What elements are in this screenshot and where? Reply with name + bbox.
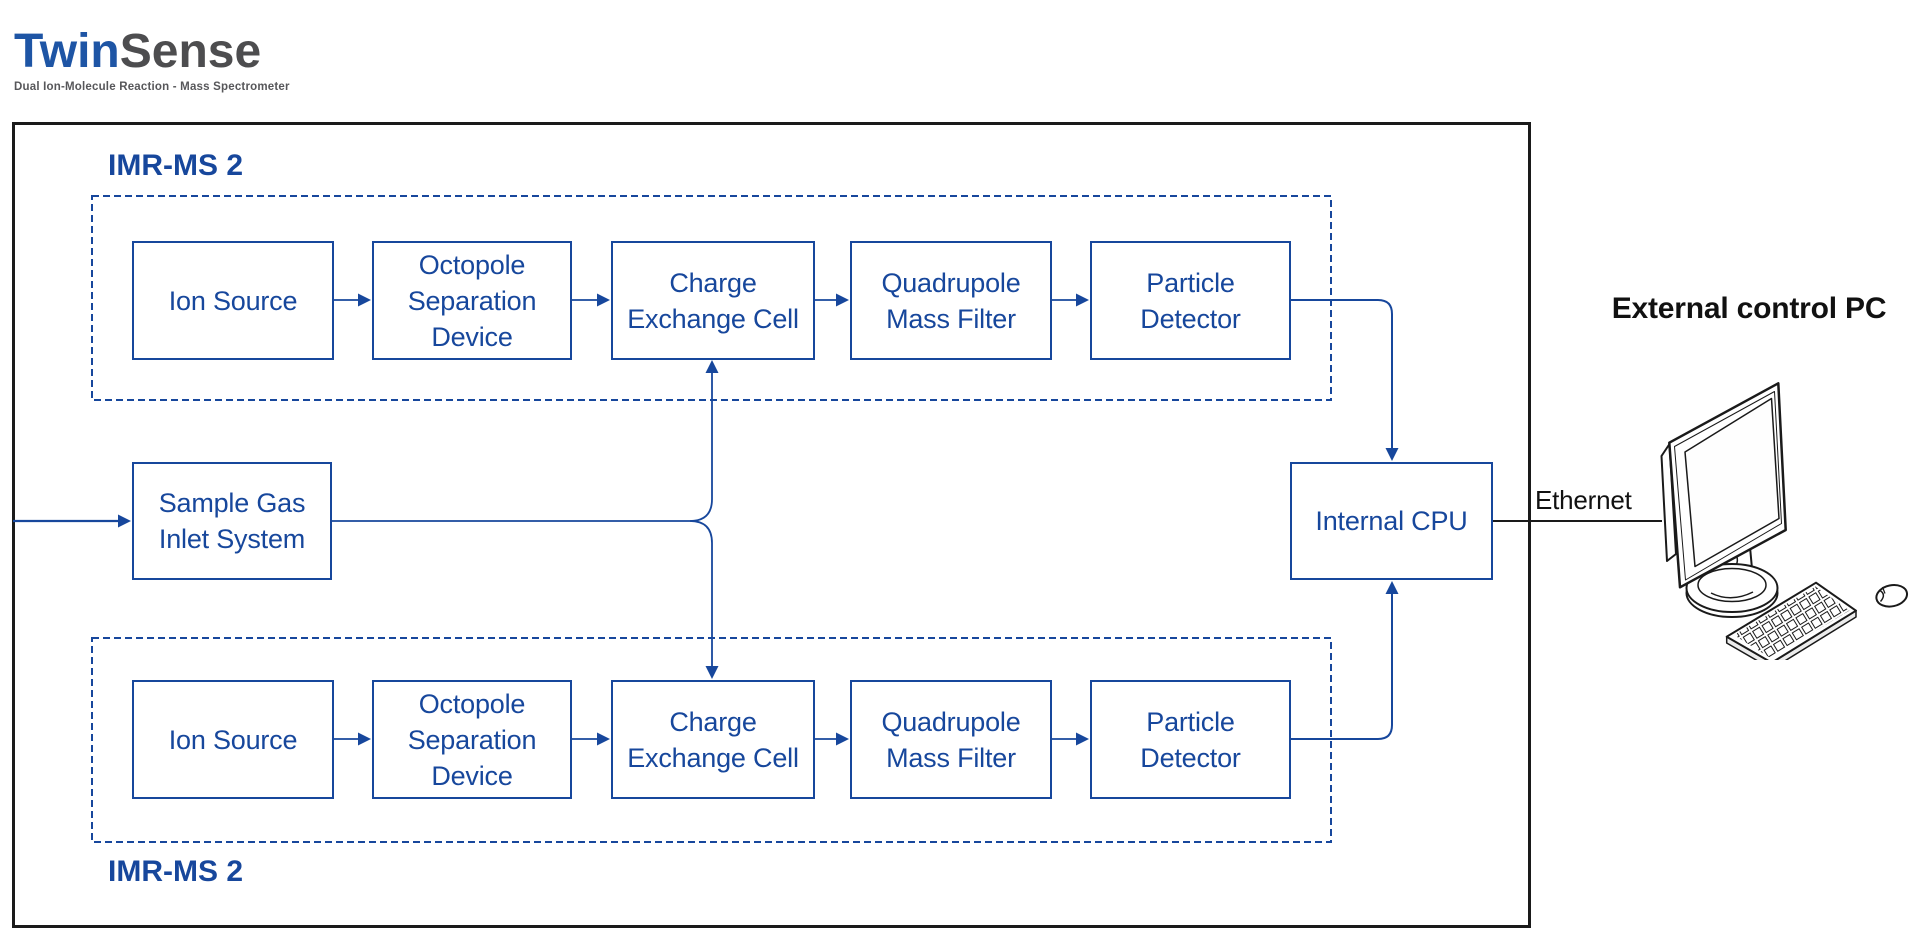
brand-name-twin: Twin xyxy=(14,25,120,78)
box-ion-source-top: Ion Source xyxy=(132,241,334,360)
external-pc-illustration xyxy=(1660,382,1909,660)
brand-name-sense: Sense xyxy=(119,25,262,78)
box-label: Ion Source xyxy=(168,285,298,316)
monitor-icon xyxy=(1660,382,1787,618)
box-ion-source-bottom: Ion Source xyxy=(132,680,334,799)
brand-wordmark: TwinSense xyxy=(14,27,290,77)
ethernet-label: Ethernet xyxy=(1535,485,1632,515)
box-internal-cpu: Internal CPU xyxy=(1290,462,1493,580)
imr-ms-label-top: IMR-MS 2 xyxy=(108,149,243,182)
external-pc-title: External control PC xyxy=(1611,292,1887,325)
mouse-icon xyxy=(1875,584,1909,608)
keyboard-icon xyxy=(1725,581,1857,660)
box-label: Ion Source xyxy=(168,724,298,755)
brand-logo: TwinSense Dual Ion-Molecule Reaction - M… xyxy=(14,27,290,94)
imr-ms-label-bottom: IMR-MS 2 xyxy=(108,855,243,888)
box-label: Internal CPU xyxy=(1315,506,1468,536)
brand-tagline: Dual Ion-Molecule Reaction - Mass Spectr… xyxy=(14,81,290,93)
